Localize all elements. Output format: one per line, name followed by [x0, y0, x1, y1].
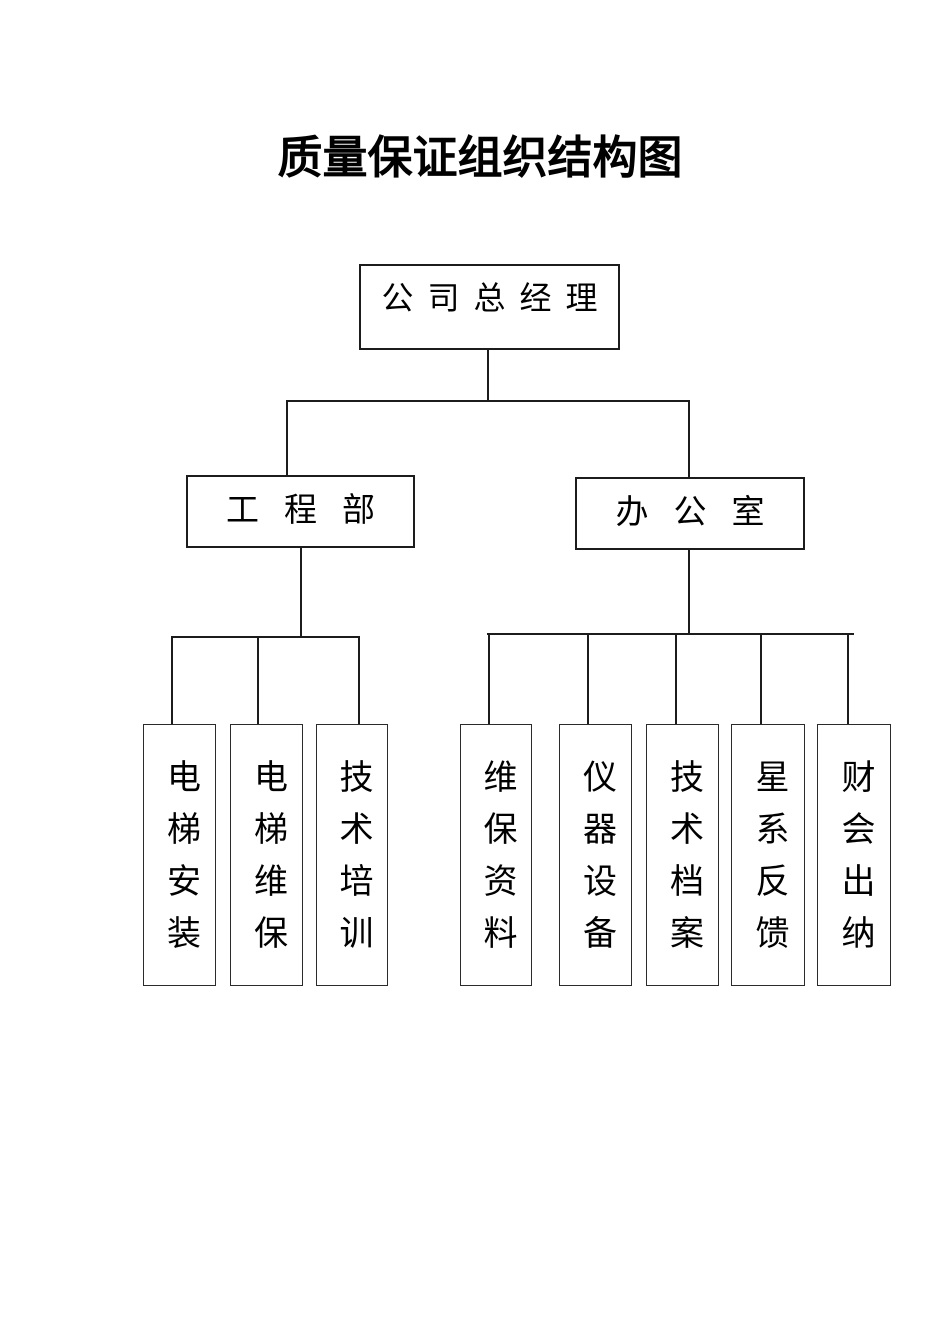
connector-stub-finance: [847, 633, 849, 725]
connector-engineering-trunk: [300, 548, 302, 638]
org-node-maintain-data: 维保资料: [460, 724, 532, 986]
org-node-finance: 财会出纳: [817, 724, 891, 986]
org-node-finance-label: 财会出纳: [836, 759, 873, 967]
org-node-instrument-label: 仪器设备: [577, 759, 615, 967]
org-node-tech-archive: 技术档案: [646, 724, 719, 986]
org-node-office: 办公室: [575, 477, 805, 550]
org-node-elevator-maintain: 电梯维保: [230, 724, 303, 986]
org-node-tech-training-label: 技术培训: [334, 759, 371, 967]
org-node-instrument: 仪器设备: [559, 724, 632, 986]
org-node-tech-archive-label: 技术档案: [664, 759, 702, 967]
org-node-engineering: 工程部: [186, 475, 415, 548]
connector-office-trunk: [688, 550, 690, 635]
org-node-elevator-maintain-label: 电梯维保: [248, 759, 286, 967]
org-node-elevator-install: 电梯安装: [143, 724, 216, 986]
org-node-feedback: 星系反馈: [731, 724, 805, 986]
org-node-feedback-label: 星系反馈: [750, 759, 787, 967]
org-node-root-label: 公司总经理: [381, 280, 612, 316]
connector-office-horizontal: [487, 633, 854, 635]
connector-stub-maintain-data: [488, 633, 490, 725]
connector-stub-elevator-maintain: [257, 636, 259, 725]
org-node-engineering-label: 工程部: [226, 492, 400, 529]
org-node-elevator-install-label: 电梯安装: [161, 759, 199, 967]
connector-stub-tech-training: [358, 636, 360, 725]
org-node-root: 公司总经理: [359, 264, 620, 350]
page-title: 质量保证组织结构图: [277, 132, 683, 183]
connector-stub-tech-archive: [675, 633, 677, 725]
connector-stub-feedback: [760, 633, 762, 725]
connector-level1-horizontal: [286, 400, 690, 402]
org-node-maintain-data-label: 维保资料: [478, 759, 515, 967]
org-node-office-label: 办公室: [615, 494, 790, 531]
connector-engineering-horizontal: [171, 636, 360, 638]
connector-root-trunk: [487, 350, 489, 402]
connector-drop-engineering: [286, 400, 288, 476]
connector-stub-elevator-install: [171, 636, 173, 725]
org-node-tech-training: 技术培训: [316, 724, 388, 986]
connector-drop-office: [688, 400, 690, 478]
connector-stub-instrument: [587, 633, 589, 725]
